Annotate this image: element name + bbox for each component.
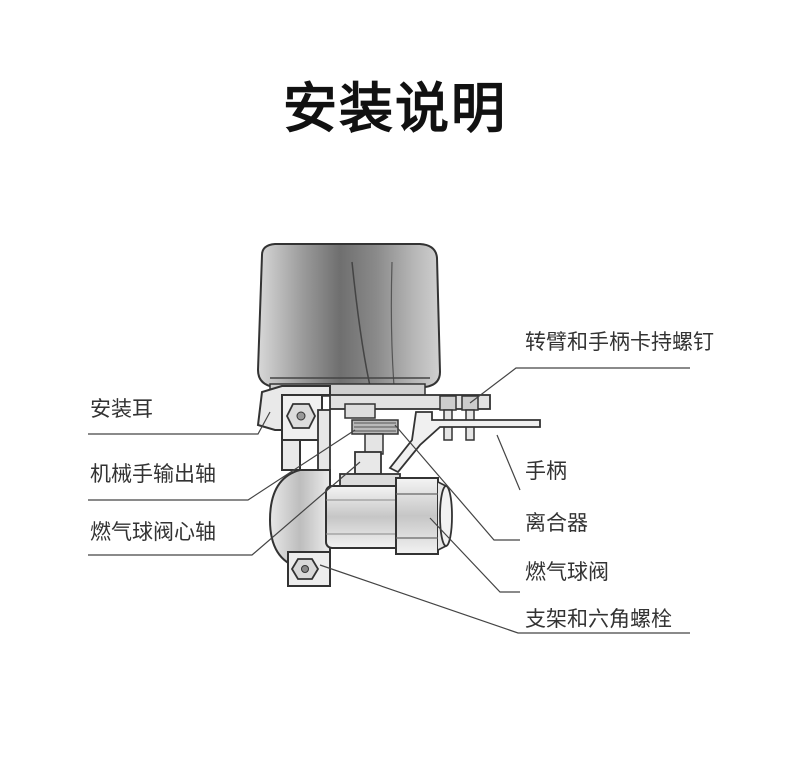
hex-outlet bbox=[395, 477, 453, 555]
leader-output-shaft bbox=[88, 429, 356, 501]
leader-lines bbox=[88, 367, 690, 634]
page-title: 安装说明 bbox=[283, 77, 507, 140]
motor-cap bbox=[256, 243, 442, 397]
label-handle: 手柄 bbox=[525, 459, 567, 483]
label-mounting-ear: 安装耳 bbox=[90, 397, 153, 421]
handle-lever bbox=[388, 411, 541, 474]
leader-mounting-ear bbox=[88, 411, 271, 435]
leader-clutch bbox=[394, 424, 520, 541]
leader-gas-ball-valve bbox=[429, 517, 520, 593]
label-clutch: 离合器 bbox=[525, 511, 588, 535]
clutch bbox=[351, 419, 399, 455]
leader-bracket-bolt bbox=[319, 564, 690, 634]
label-bracket-bolt: 支架和六角螺栓 bbox=[525, 607, 672, 631]
pipe-clamp bbox=[268, 469, 331, 587]
label-arm-screw: 转臂和手柄卡持螺钉 bbox=[525, 330, 714, 354]
label-gas-ball-valve: 燃气球阀 bbox=[525, 560, 609, 584]
leader-valve-core-shaft bbox=[88, 461, 361, 556]
leader-arm-screw bbox=[469, 367, 690, 404]
label-output-shaft: 机械手输出轴 bbox=[90, 462, 216, 486]
label-valve-core-shaft: 燃气球阀心轴 bbox=[90, 520, 216, 544]
leader-handle bbox=[496, 434, 521, 491]
